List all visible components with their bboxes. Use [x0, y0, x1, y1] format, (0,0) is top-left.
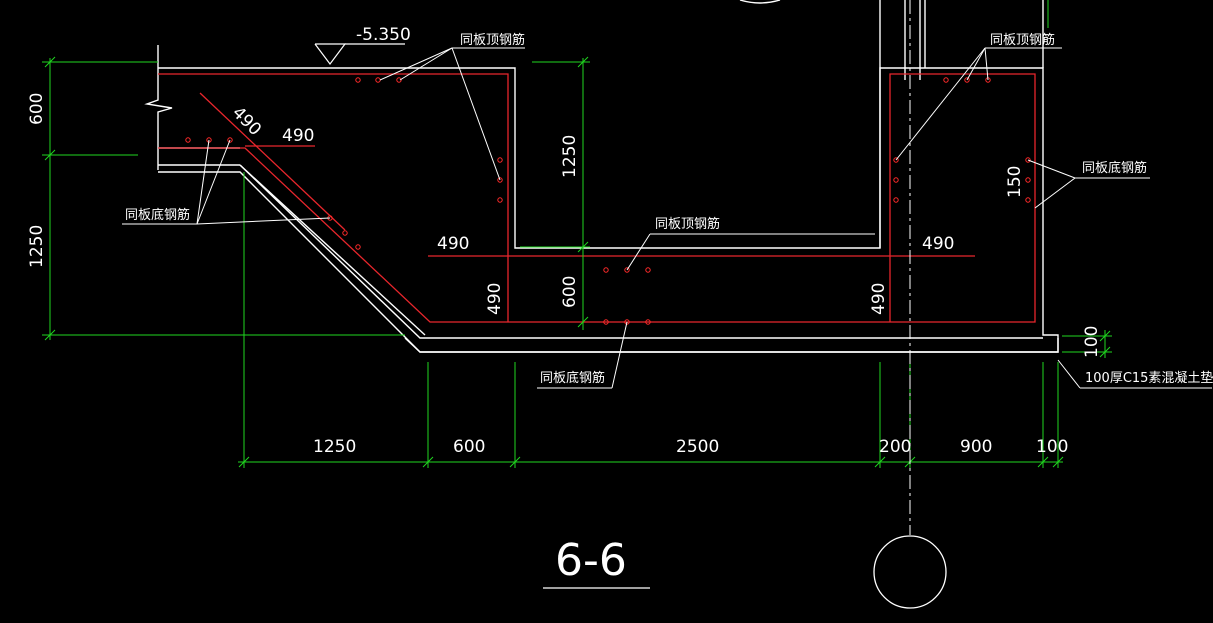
elevation-marker: [314, 43, 405, 65]
note-bottom-rebar-3: 同板底钢筋: [1082, 160, 1147, 176]
note-cushion: 100厚C15素混凝土垫层: [1085, 370, 1213, 386]
note-top-rebar-2: 同板顶钢筋: [655, 216, 720, 232]
slope-inner: [239, 164, 426, 336]
note-bottom-rebar-2: 同板底钢筋: [540, 370, 605, 386]
dim-bottom-4: 200: [879, 437, 911, 457]
note-bottom-rebar-1: 同板底钢筋: [125, 207, 190, 223]
label-vert-left-490: 490: [485, 283, 505, 315]
inner-line: [239, 164, 1043, 339]
rebar-lines: [158, 73, 1036, 323]
dim-right-100: 100: [1082, 326, 1102, 358]
concrete-outline: [144, 0, 1059, 353]
label-upper-490: 490: [282, 126, 314, 146]
break-line: [144, 45, 173, 170]
note-top-rebar-3: 同板顶钢筋: [990, 32, 1055, 48]
leader-lines: [122, 47, 1212, 389]
dim-mid-1250: 1250: [560, 135, 580, 178]
dim-bottom-5: 900: [960, 437, 992, 457]
dim-bottom-3: 2500: [676, 437, 719, 457]
dim-left-600: 600: [27, 93, 47, 125]
dim-bottom-2: 600: [453, 437, 485, 457]
dim-bottom-1: 1250: [313, 437, 356, 457]
dim-bottom-6: 100: [1036, 437, 1068, 457]
section-title: 6-6: [555, 535, 627, 586]
rebar-dots: [185, 77, 1031, 325]
rebar-top-left-slab: [158, 73, 509, 322]
cushion-layer: [404, 337, 1059, 353]
label-slope-490: 490: [228, 103, 265, 140]
elevation-label: -5.350: [356, 25, 411, 45]
note-top-rebar-1: 同板顶钢筋: [460, 32, 525, 48]
dim-left-1250: 1250: [27, 225, 47, 268]
label-mid-left-490: 490: [437, 234, 469, 254]
rebar-slope-ext: [199, 92, 346, 231]
dim-mid-600: 600: [560, 276, 580, 308]
axis-bubble: [873, 535, 947, 609]
dimension-lines: [42, 0, 1112, 468]
label-mid-right-490: 490: [922, 234, 954, 254]
top-arc: [739, 0, 781, 4]
outer-top-line: [158, 67, 1059, 353]
label-side-150: 150: [1005, 166, 1025, 198]
label-vert-right-490: 490: [869, 283, 889, 315]
rebar-slope: [158, 73, 1036, 323]
